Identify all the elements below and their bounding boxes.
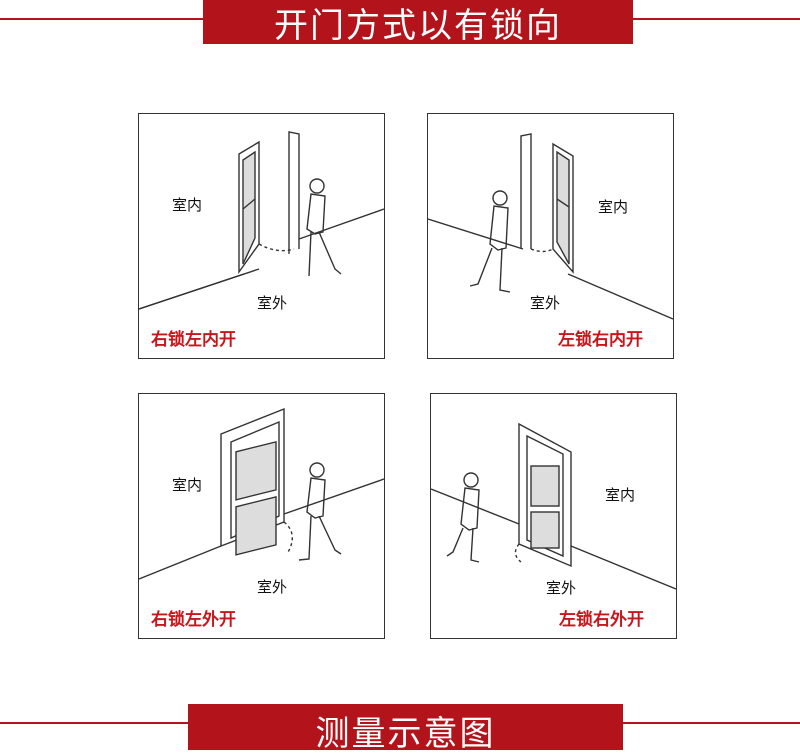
door-panel-left-lock-right-inward: 室内 室外 左锁右内开 [427, 113, 674, 359]
footer-left-rule [0, 722, 190, 724]
door-illustration [139, 131, 384, 310]
header-right-rule [630, 18, 800, 20]
outdoor-label: 室外 [257, 294, 288, 312]
door-illustration [139, 407, 384, 580]
section-title: 测量示意图 [188, 704, 623, 754]
door-illustration [431, 422, 676, 590]
indoor-label: 室内 [172, 196, 203, 214]
indoor-label: 室内 [172, 476, 203, 494]
door-caption: 右锁左外开 [151, 610, 236, 630]
door-caption: 左锁右内开 [558, 330, 643, 350]
header-left-rule [0, 18, 205, 20]
outdoor-label: 室外 [257, 578, 288, 596]
indoor-label: 室内 [605, 486, 636, 504]
indoor-label: 室内 [598, 198, 629, 216]
page-title: 开门方式以有锁向 [203, 0, 633, 46]
outdoor-label: 室外 [546, 579, 577, 597]
door-caption: 右锁左内开 [151, 330, 236, 350]
door-caption: 左锁右外开 [559, 610, 644, 630]
door-illustration [428, 133, 673, 320]
door-panel-right-lock-left-outward: 室内 室外 右锁左外开 [138, 393, 385, 639]
door-panel-left-lock-right-outward: 室内 室外 左锁右外开 [430, 393, 677, 639]
outdoor-label: 室外 [530, 294, 561, 312]
footer-right-rule [620, 722, 800, 724]
door-panel-right-lock-left-inward: 室内 室外 右锁左内开 [138, 113, 385, 359]
